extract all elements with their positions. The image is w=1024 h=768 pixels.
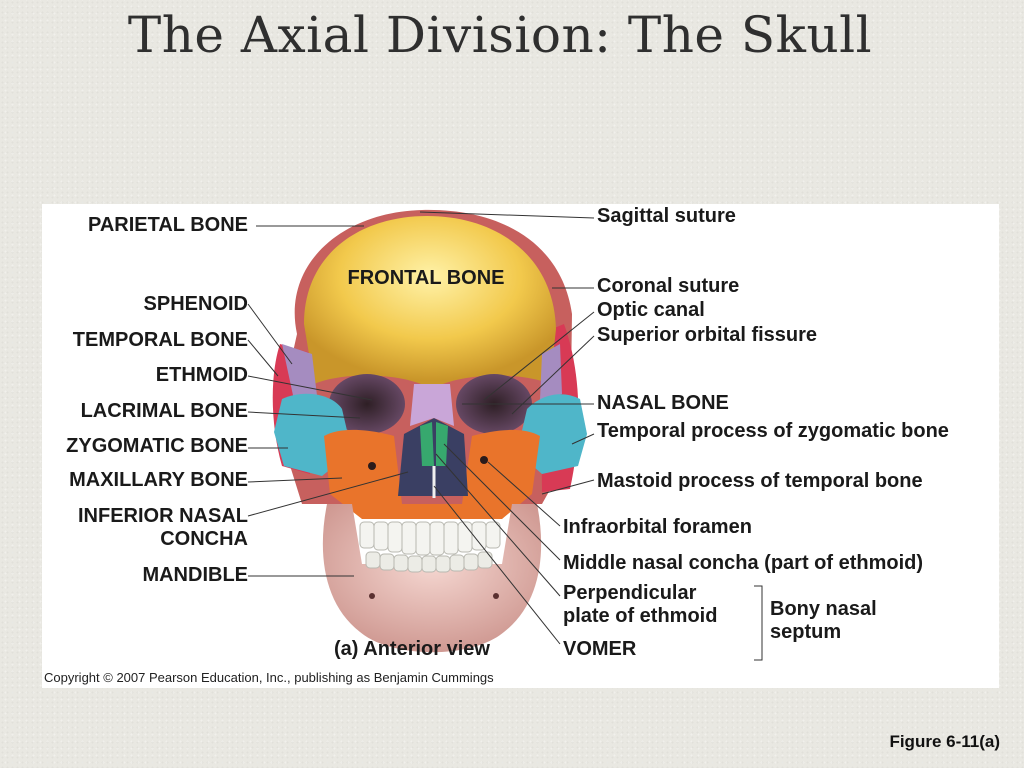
label-perpendicular-plate-line2: plate of ethmoid [563,605,718,627]
ethmoid-shape [420,422,434,466]
label-parietal-bone: PARIETAL BONE [87,214,248,236]
teeth-upper [359,521,501,556]
mandible-shape [322,504,542,653]
frontal-bone-shape [304,216,556,389]
label-mandible: MANDIBLE [142,564,248,586]
label-ethmoid: ETHMOID [155,364,248,386]
label-coronal-suture: Coronal suture [597,275,740,297]
label-vomer: VOMER [563,638,637,660]
skull-illustration: FRONTAL BONE [247,209,763,661]
label-sphenoid: SPHENOID [143,293,248,315]
label-bony-nasal-septum-line2: septum [770,621,842,643]
maxilla-shape [324,429,540,519]
label-infraorbital-foramen: Infraorbital foramen [563,516,752,538]
label-temporal-bone: TEMPORAL BONE [72,329,248,351]
orbit-left-shape [329,374,405,434]
sphenoid-shape [282,344,318,404]
label-optic-canal: Optic canal [597,299,705,321]
label-bony-nasal-septum-line1: Bony nasal [770,598,877,620]
leader-lines-right [419,211,763,661]
infraorbital-foramen-left [368,462,376,470]
mental-foramen-left [369,593,375,599]
label-sagittal-suture: Sagittal suture [597,205,736,227]
label-nasal-bone: NASAL BONE [597,392,729,414]
nasal-bone-shape [410,384,454,426]
frontal-bone-label: FRONTAL BONE [347,267,504,289]
label-anterior-view: (a) Anterior view [334,638,490,660]
figure-reference: Figure 6-11(a) [889,732,1000,751]
teeth-lower [365,551,493,573]
label-perpendicular-plate-line1: Perpendicular [563,582,697,604]
sphenoid-right-shape [540,344,562,400]
label-mastoid-process: Mastoid process of temporal bone [597,470,923,492]
copyright-notice: Copyright © 2007 Pearson Education, Inc.… [44,670,494,685]
label-inferior-nasal-concha-line1: INFERIOR NASAL [78,505,248,527]
label-zygomatic-bone: ZYGOMATIC BONE [66,435,248,457]
mental-foramen-right [493,593,499,599]
skull-figure: FRONTAL BONE PARIETAL BONE SPHENOID TEMP… [42,204,999,688]
label-temporal-process: Temporal process of zygomatic bone [597,420,949,442]
slide-title: The Axial Division: The Skull [127,6,873,64]
ethmoid-right-shape [436,422,448,466]
label-lacrimal-bone: LACRIMAL BONE [80,400,248,422]
label-middle-nasal-concha: Middle nasal concha (part of ethmoid) [563,552,924,574]
label-maxillary-bone: MAXILLARY BONE [69,469,248,491]
leader-lines-left [247,225,409,577]
infraorbital-foramen-right [480,456,488,464]
label-superior-orbital-fissure: Superior orbital fissure [597,324,818,346]
label-inferior-nasal-concha-line2: CONCHA [160,528,248,550]
